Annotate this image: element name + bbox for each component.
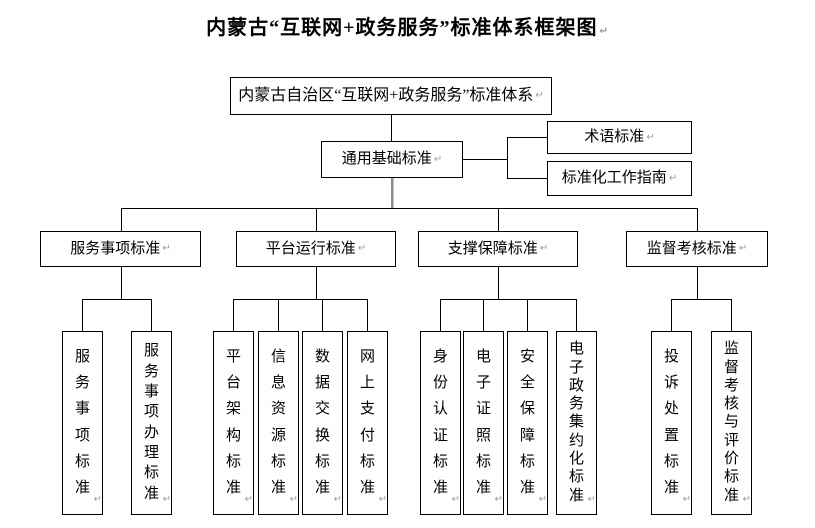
return-mark-icon: ↵ (646, 131, 655, 143)
leaf-electronic-certificate-standard-label: 电子证照标准 (475, 349, 491, 496)
return-mark-icon: ↵ (538, 494, 547, 505)
node-standardization-guide-label: 标准化工作指南 (561, 170, 667, 186)
return-mark-icon: ↵ (93, 494, 102, 505)
leaf-identity-authentication-standard-label: 身份认证标准 (432, 349, 448, 496)
diagram-title-text: 内蒙古“互联网+政务服务”标准体系框架图 (206, 17, 598, 39)
return-mark-icon: ↵ (289, 494, 298, 505)
return-mark-icon: ↵ (451, 494, 460, 505)
return-mark-icon: ↵ (162, 243, 171, 254)
node-terminology: 术语标准↵ (547, 121, 692, 154)
leaf-data-exchange-standard: 数据交换标准 ↵ (302, 331, 343, 515)
node-terminology-label: 术语标准 (584, 129, 645, 145)
leaf-service-items-standard: 服务事项标准 ↵ (62, 331, 103, 515)
node-service-items-label: 服务事项标准 (70, 240, 161, 257)
leaf-platform-architecture-standard: 平台架构标准 ↵ (213, 331, 254, 515)
return-mark-icon: ↵ (244, 494, 253, 505)
return-mark-icon: ↵ (742, 494, 751, 505)
leaf-platform-architecture-standard-label: 平台架构标准 (225, 349, 241, 496)
node-platform-operation: 平台运行标准↵ (236, 231, 396, 267)
leaf-online-payment-standard-label: 网上支付标准 (359, 349, 375, 496)
leaf-security-guarantee-standard-label: 安全保障标准 (519, 349, 535, 496)
node-supervision-assessment-label: 监督考核标准 (646, 240, 737, 257)
return-mark-icon: ↵ (378, 494, 387, 505)
leaf-online-payment-standard: 网上支付标准 ↵ (347, 331, 388, 515)
return-mark-icon: ↵ (682, 494, 691, 505)
return-mark-icon: ↵ (333, 494, 342, 505)
node-root-label: 内蒙古自治区“互联网+政务服务”标准体系 (238, 87, 534, 104)
node-platform-operation-label: 平台运行标准 (265, 240, 356, 257)
return-mark-icon: ↵ (668, 172, 678, 184)
return-mark-icon: ↵ (433, 153, 443, 165)
node-service-items: 服务事项标准↵ (40, 231, 201, 267)
leaf-supervision-evaluation-standard: 监督考核与评价标准 ↵ (711, 331, 752, 515)
node-general-basic-label: 通用基础标准 (341, 151, 432, 167)
leaf-information-resource-standard: 信息资源标准 ↵ (258, 331, 299, 515)
return-mark-icon: ↵ (494, 494, 503, 505)
diagram-title: 内蒙古“互联网+政务服务”标准体系框架图↵ (0, 11, 815, 40)
leaf-service-item-handling-standard-label: 服务事项办理标准 (143, 343, 159, 502)
leaf-complaint-handling-standard-label: 投诉处置标准 (663, 349, 679, 496)
leaf-complaint-handling-standard: 投诉处置标准 ↵ (651, 331, 692, 515)
return-mark-icon: ↵ (738, 243, 748, 254)
return-mark-icon: ↵ (162, 494, 171, 505)
leaf-egov-intensification-standard-label: 电子政务集约化标准 (568, 341, 584, 504)
return-mark-icon: ↵ (587, 494, 596, 505)
node-support-guarantee-label: 支撑保障标准 (447, 240, 538, 257)
node-general-basic: 通用基础标准↵ (321, 141, 463, 178)
leaf-security-guarantee-standard: 安全保障标准 ↵ (507, 331, 548, 515)
node-root: 内蒙古自治区“互联网+政务服务”标准体系↵ (230, 77, 552, 115)
leaf-egov-intensification-standard: 电子政务集约化标准 ↵ (556, 331, 597, 515)
leaf-information-resource-standard-label: 信息资源标准 (270, 349, 286, 496)
node-supervision-assessment: 监督考核标准↵ (626, 231, 768, 267)
leaf-electronic-certificate-standard: 电子证照标准 ↵ (463, 331, 504, 515)
leaf-identity-authentication-standard: 身份认证标准 ↵ (420, 331, 461, 515)
return-mark-icon: ↵ (539, 243, 549, 254)
return-mark-icon: ↵ (535, 90, 544, 101)
leaf-supervision-evaluation-standard-label: 监督考核与评价标准 (723, 341, 739, 504)
leaf-service-items-standard-label: 服务事项标准 (74, 349, 90, 496)
leaf-service-item-handling-standard: 服务事项办理标准 ↵ (131, 331, 172, 515)
return-mark-icon: ↵ (599, 26, 609, 37)
return-mark-icon: ↵ (357, 243, 367, 254)
node-support-guarantee: 支撑保障标准↵ (418, 231, 578, 267)
leaf-data-exchange-standard-label: 数据交换标准 (314, 349, 330, 496)
node-standardization-guide: 标准化工作指南↵ (547, 161, 692, 196)
